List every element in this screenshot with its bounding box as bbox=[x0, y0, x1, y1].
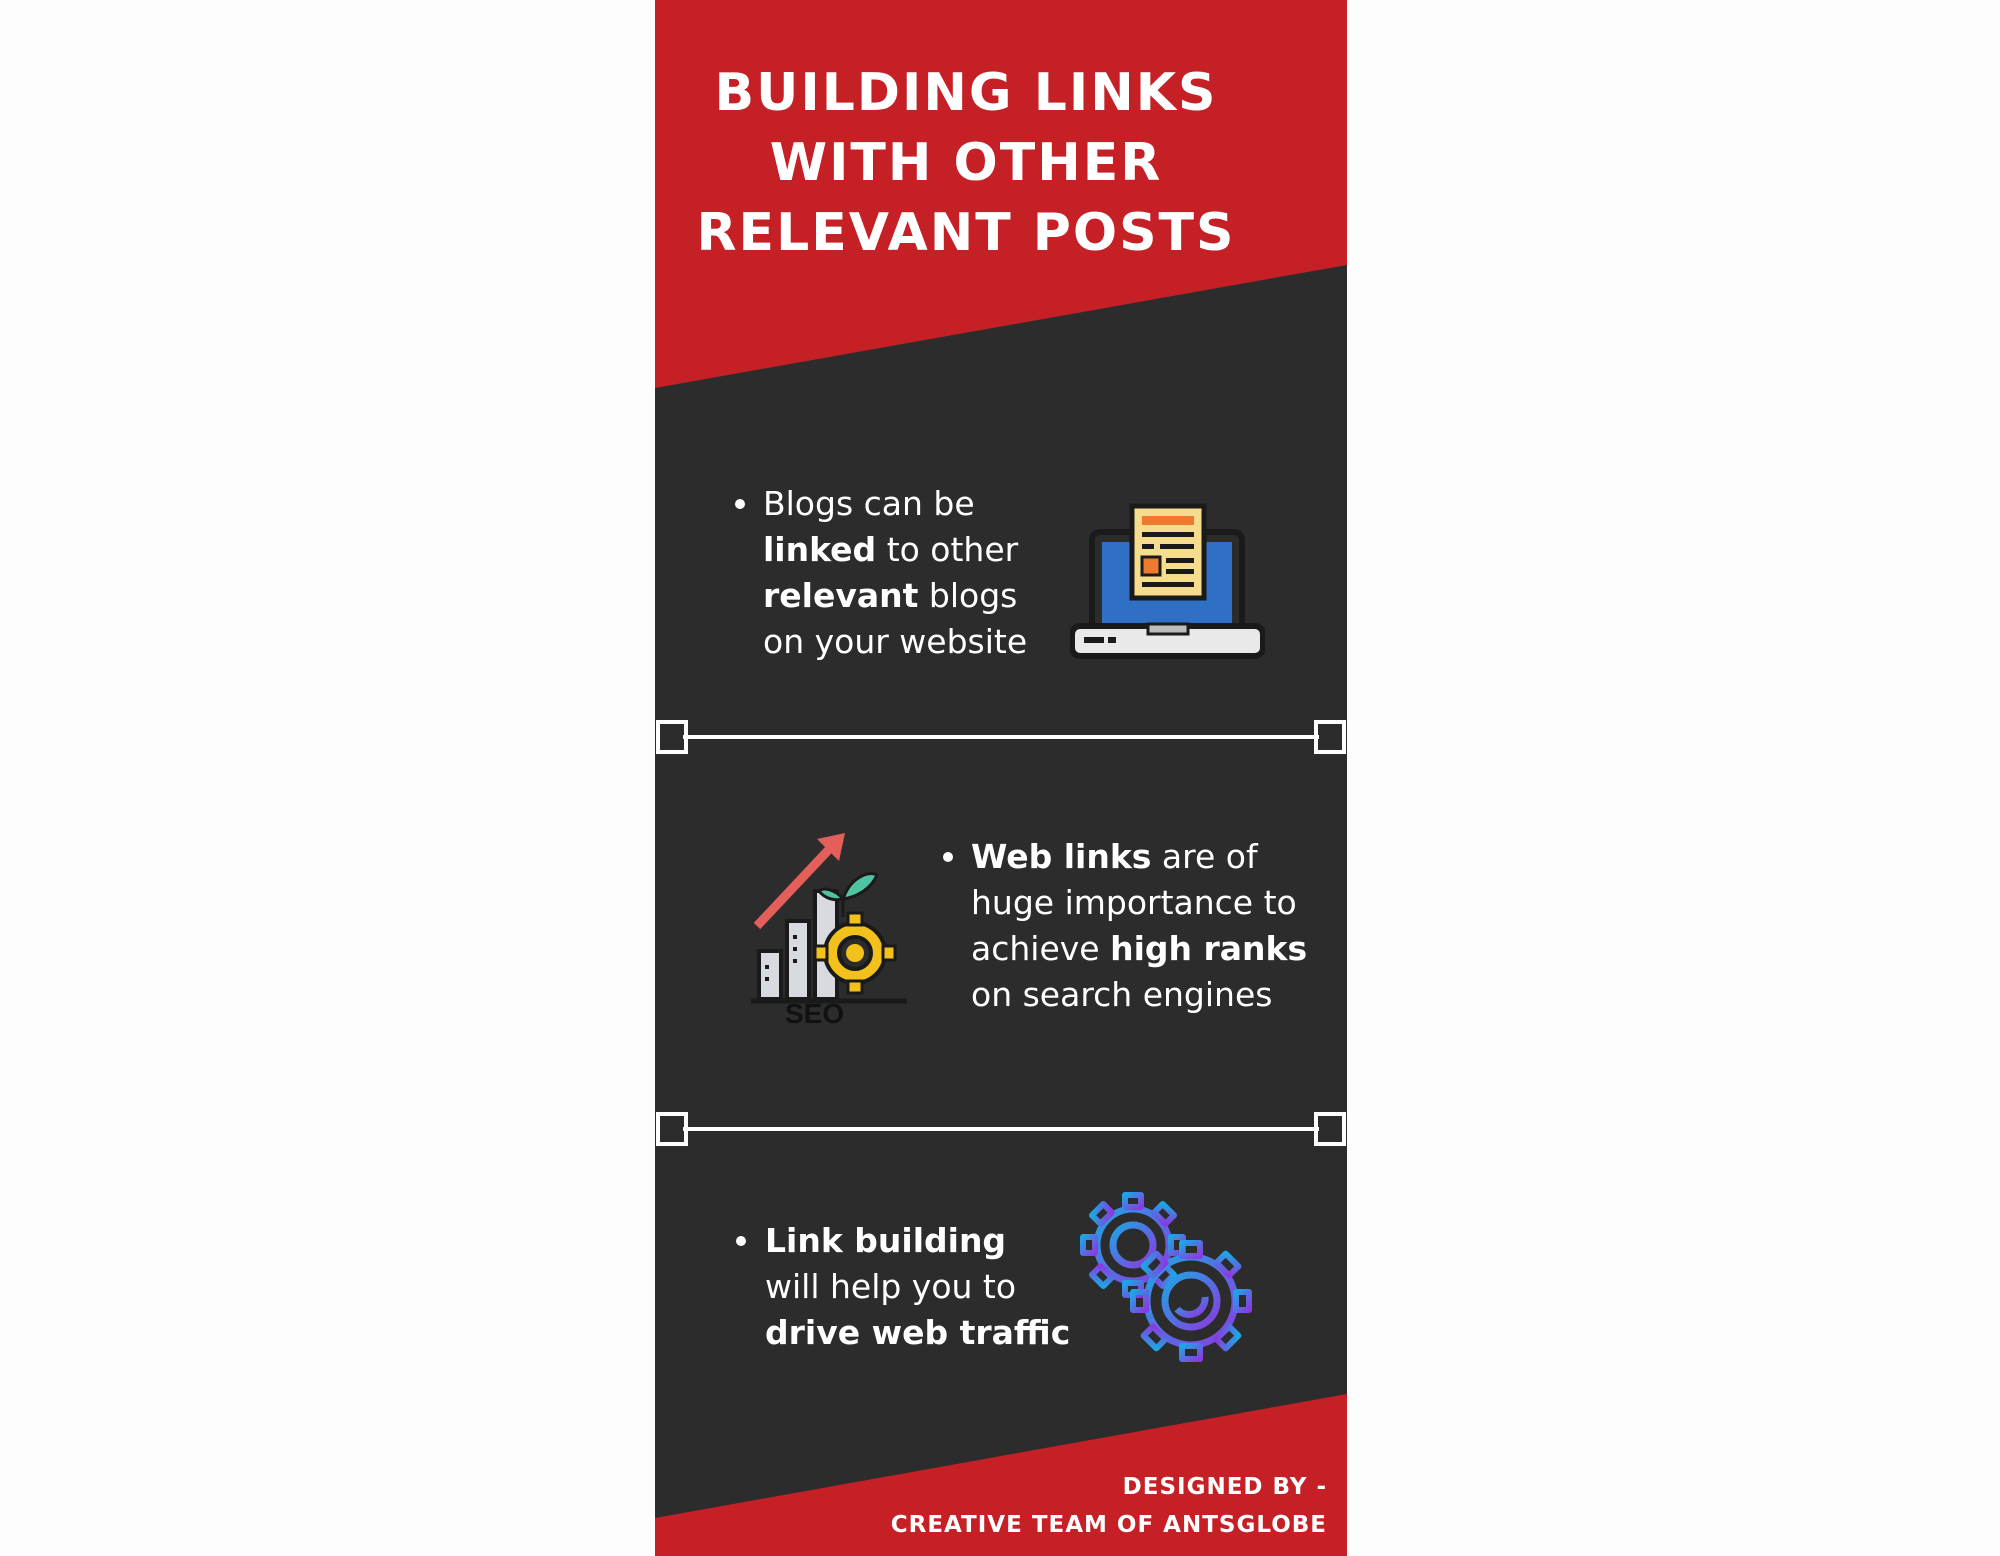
title-line-1: BUILDING LINKS bbox=[714, 63, 1218, 123]
item-link-building: Link building will help you to drive web… bbox=[765, 1218, 1095, 1356]
page-title: BUILDING LINKS WITH OTHER RELEVANT POSTS bbox=[655, 58, 1277, 268]
seo-label: SEO bbox=[785, 998, 844, 1027]
divider-1 bbox=[656, 720, 1346, 754]
text-bold: Link building bbox=[765, 1221, 1007, 1260]
infographic: BUILDING LINKS WITH OTHER RELEVANT POSTS… bbox=[655, 0, 1347, 1556]
seo-growth-icon: SEO bbox=[751, 833, 907, 1027]
laptop-article-icon bbox=[1070, 503, 1265, 659]
text-bold: Web links bbox=[971, 837, 1152, 876]
item-blogs-linked: Blogs can be linked to other relevant bl… bbox=[763, 481, 1063, 665]
text-segment: blogs bbox=[928, 576, 1018, 615]
text-segment: will help you to bbox=[765, 1267, 1017, 1306]
text-bold: linked bbox=[763, 530, 877, 569]
text-segment: are of bbox=[1161, 837, 1258, 876]
credit-line-1: DESIGNED BY - bbox=[1122, 1474, 1327, 1500]
item-web-links: Web links are of huge importance to achi… bbox=[971, 834, 1321, 1018]
gears-icon bbox=[1080, 1192, 1252, 1362]
title-line-2: WITH OTHER bbox=[769, 133, 1163, 193]
bullet-dot bbox=[736, 1236, 746, 1246]
divider-2 bbox=[656, 1112, 1346, 1146]
text-segment: huge importance to bbox=[971, 883, 1297, 922]
bullet-dot bbox=[735, 499, 745, 509]
text-segment: to other bbox=[886, 530, 1019, 569]
header-red-band bbox=[655, 0, 1347, 388]
credit-line-2: CREATIVE TEAM OF ANTSGLOBE bbox=[890, 1512, 1327, 1538]
title-line-3: RELEVANT POSTS bbox=[696, 203, 1236, 263]
text-segment: on search engines bbox=[971, 975, 1273, 1014]
bullet-dot bbox=[943, 852, 953, 862]
background-shapes bbox=[655, 0, 1347, 1556]
text-segment: Blogs can be bbox=[763, 484, 975, 523]
text-bold: high ranks bbox=[1110, 929, 1308, 968]
text-segment: on your website bbox=[763, 622, 1028, 661]
footer-red-band bbox=[655, 1394, 1347, 1556]
text-segment: achieve bbox=[971, 929, 1100, 968]
text-bold: relevant bbox=[763, 576, 919, 615]
text-bold: drive web traffic bbox=[765, 1313, 1071, 1352]
